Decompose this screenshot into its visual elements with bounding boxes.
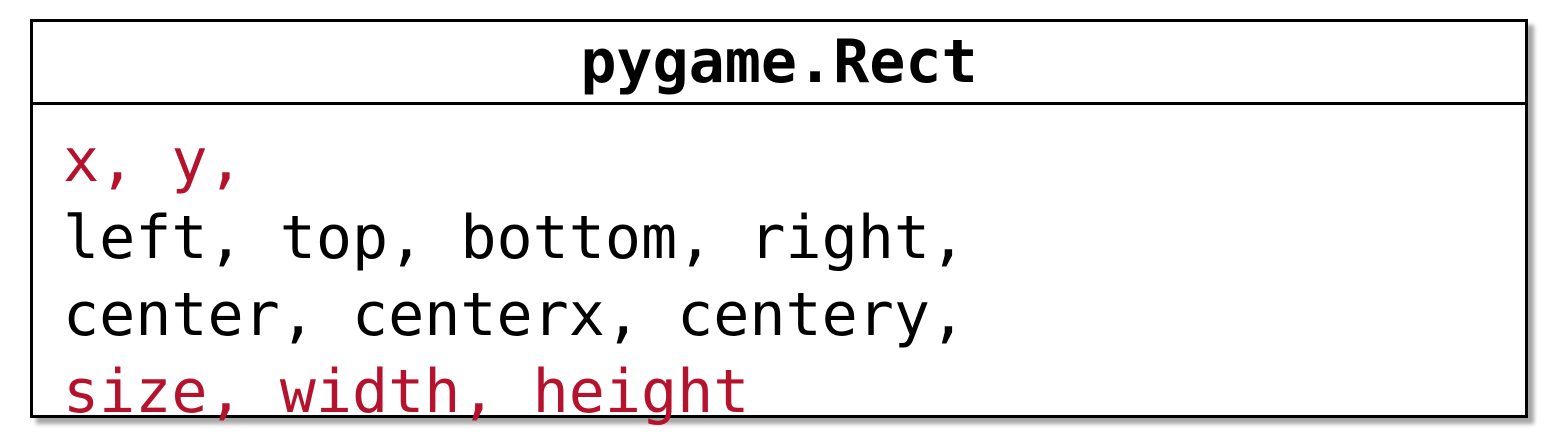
class-name: pygame.Rect bbox=[580, 27, 978, 97]
class-box: pygame.Rect x, y, left, top, bottom, rig… bbox=[30, 19, 1528, 427]
class-header: pygame.Rect bbox=[33, 22, 1525, 105]
attribute-line-position: x, y, bbox=[63, 126, 244, 196]
attribute-list: x, y, left, top, bottom, right, center, … bbox=[33, 105, 1525, 431]
attribute-line-size: size, width, height bbox=[63, 357, 750, 427]
attribute-line-edges: left, top, bottom, right, bbox=[63, 203, 967, 273]
attribute-line-centers: center, centerx, centery, bbox=[63, 280, 967, 350]
